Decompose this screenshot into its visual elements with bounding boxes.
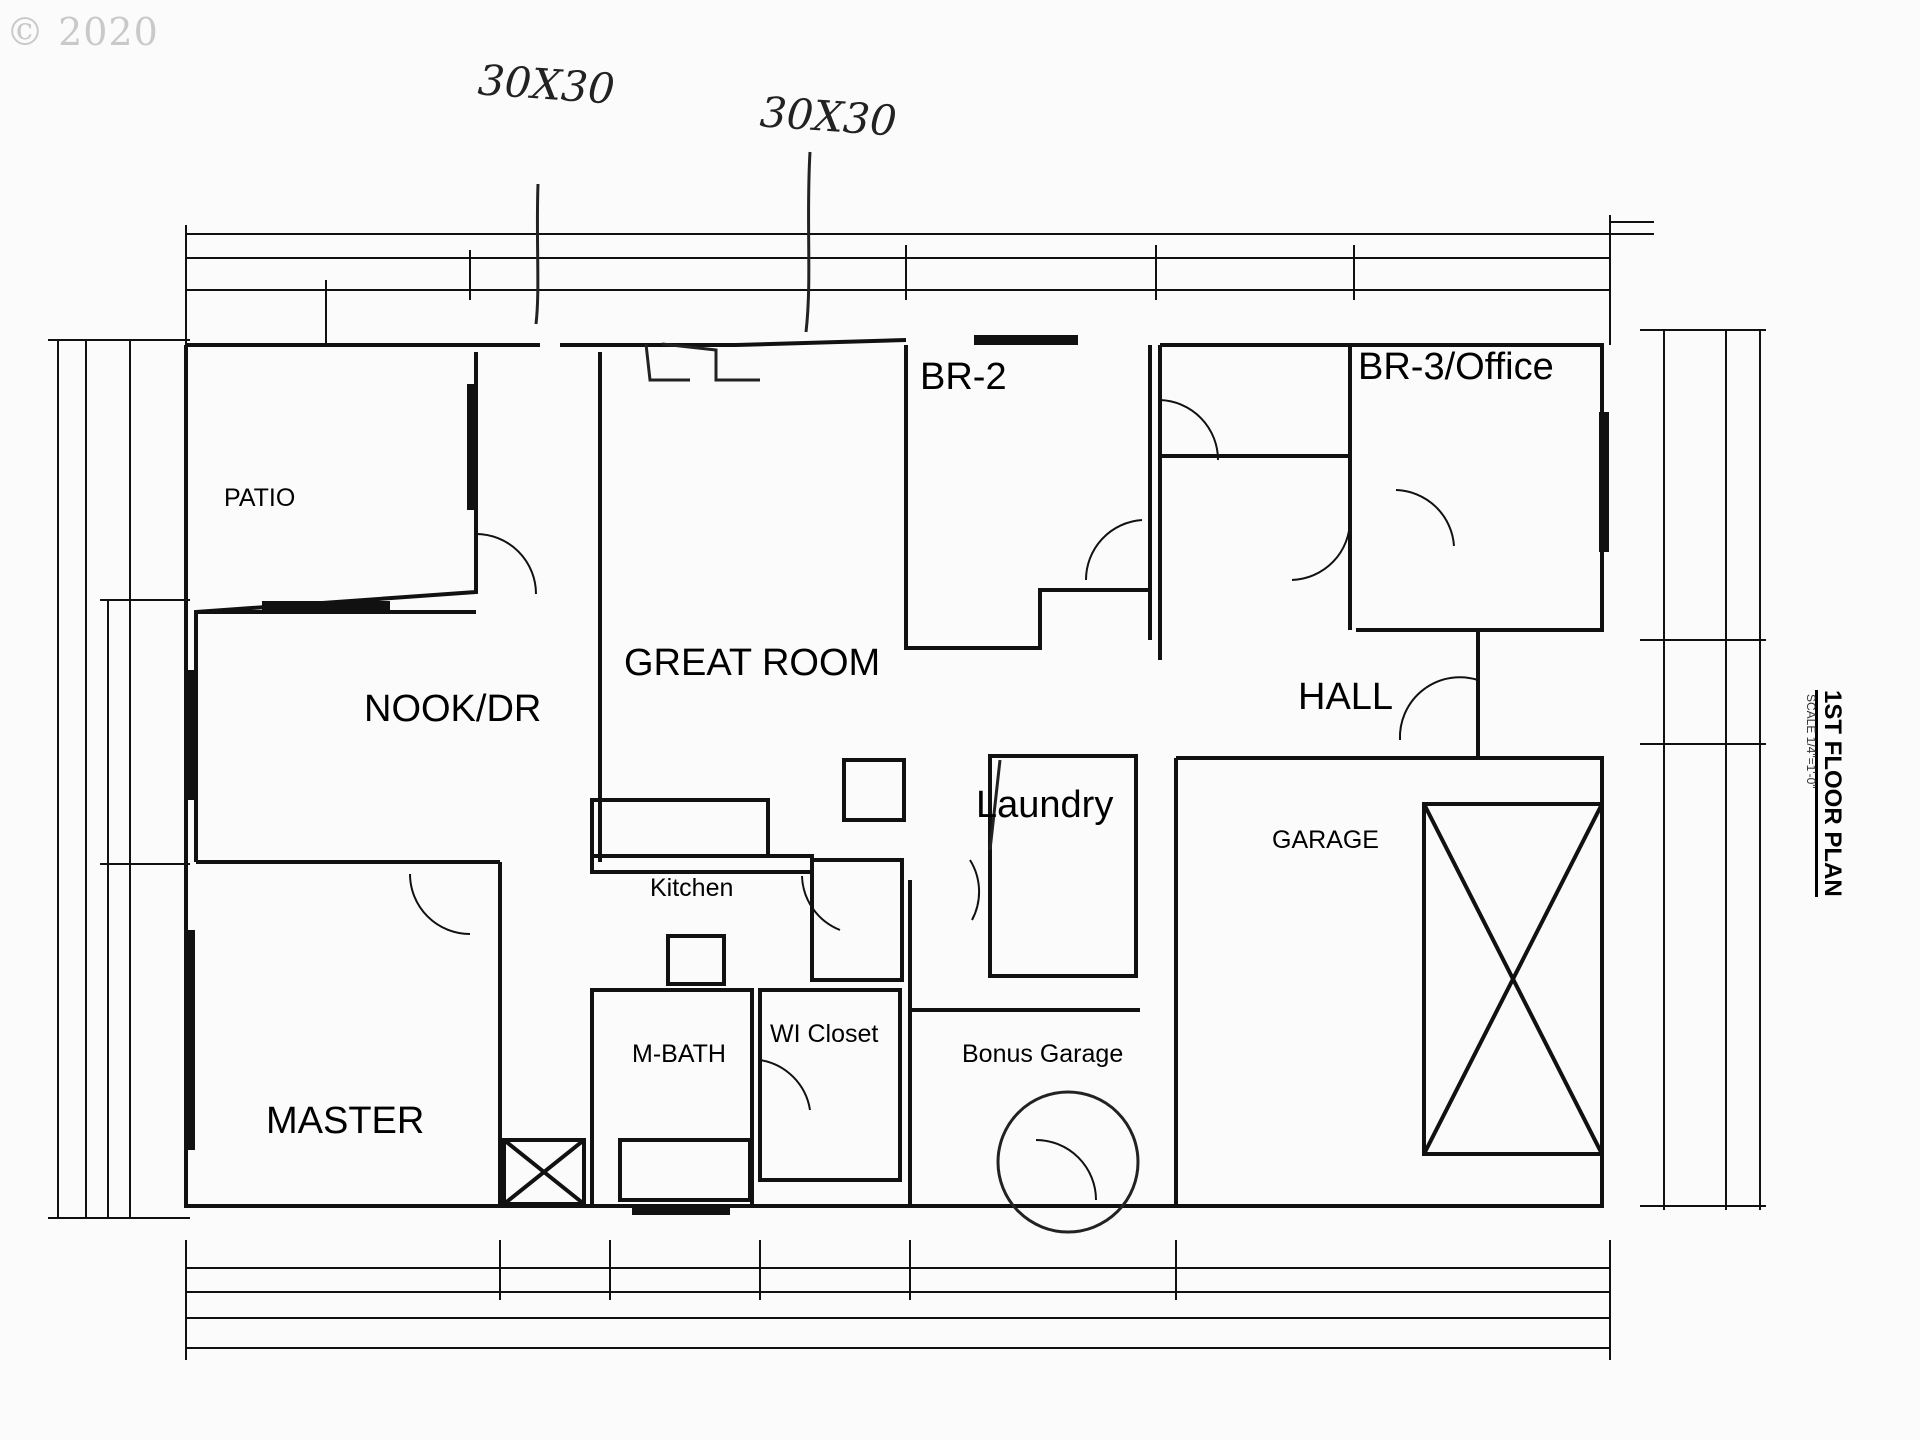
room-label-nook: NOOK/DR bbox=[364, 688, 542, 730]
sheet-scale: SCALE 1/4"=1'-0" bbox=[1804, 694, 1818, 789]
sheet-title: 1ST FLOOR PLAN bbox=[1815, 690, 1846, 897]
left-dimension-lines bbox=[48, 339, 190, 1219]
handwritten-window-note-1: 30X30 bbox=[476, 55, 617, 114]
room-label-wi-closet: WI Closet bbox=[770, 1020, 879, 1048]
handwritten-window-note-2: 30X30 bbox=[758, 87, 899, 146]
room-label-br3: BR-3/Office bbox=[1358, 346, 1554, 388]
walls bbox=[184, 338, 1604, 1208]
windows bbox=[185, 335, 1609, 1215]
right-dimension-lines bbox=[1640, 329, 1766, 1210]
room-label-bonus-garage: Bonus Garage bbox=[962, 1040, 1124, 1068]
room-label-kitchen: Kitchen bbox=[650, 874, 734, 902]
handwritten-marks bbox=[534, 151, 1140, 1234]
room-label-m-bath: M-BATH bbox=[632, 1040, 726, 1068]
door-swings bbox=[409, 399, 1479, 1201]
room-label-master: MASTER bbox=[266, 1100, 425, 1142]
room-label-great-room: GREAT ROOM bbox=[624, 642, 881, 684]
room-label-patio: PATIO bbox=[224, 484, 296, 512]
room-label-hall: HALL bbox=[1298, 676, 1394, 718]
top-dimension-lines bbox=[185, 215, 1654, 345]
bottom-dimension-lines bbox=[185, 1240, 1611, 1360]
room-label-garage: GARAGE bbox=[1272, 826, 1379, 854]
room-label-br2: BR-2 bbox=[920, 356, 1007, 398]
copyright-watermark: © 2020 bbox=[6, 10, 159, 54]
room-label-laundry: Laundry bbox=[976, 784, 1114, 826]
